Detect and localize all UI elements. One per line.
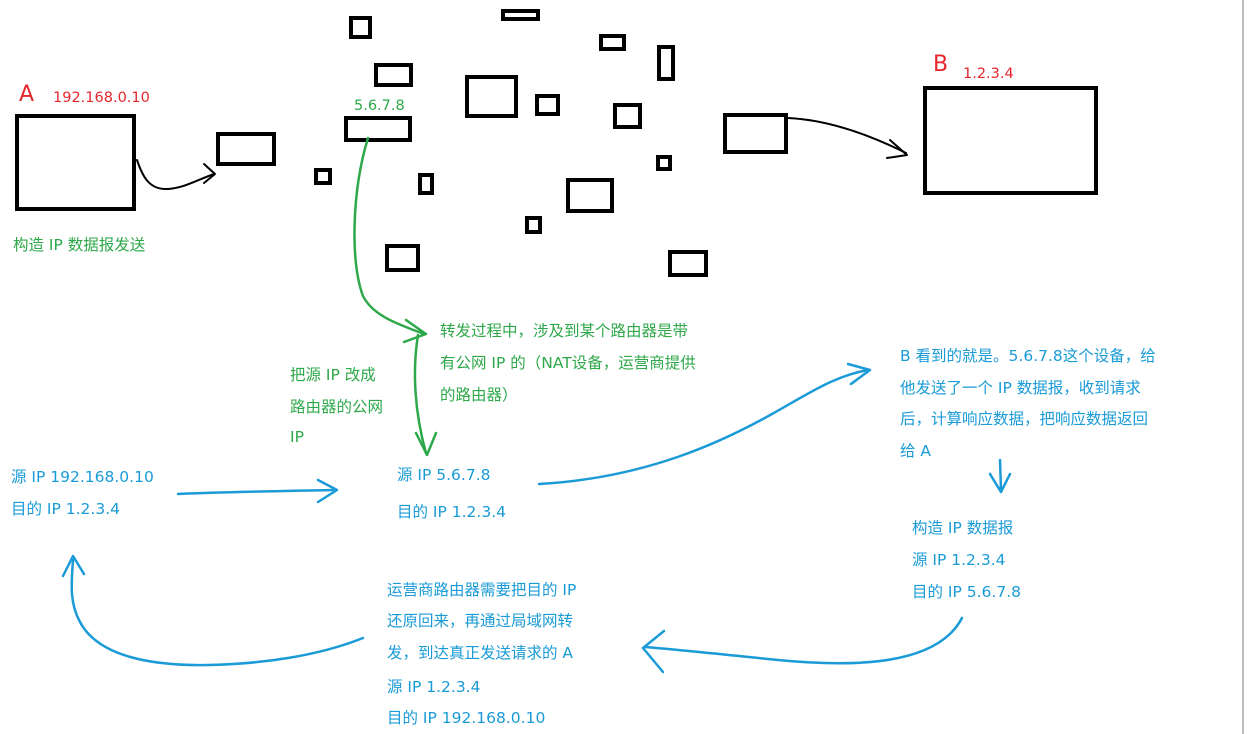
nat-router-ip: 5.6.7.8 [354,98,405,114]
router-cloud [216,9,788,277]
router-node [723,113,788,154]
router-node [385,244,420,272]
packet-response-title: 构造 IP 数据报 [912,519,1014,537]
packet-delivered-src: 源 IP 1.2.3.4 [387,678,481,696]
router-node [599,34,626,51]
host-a-letter: A [19,82,35,107]
note-b-sees-line-3: 后，计算响应数据，把响应数据返回 [900,410,1149,428]
arrow-nat-to-b [537,368,870,486]
arrowhead-packet-to-nat [316,478,339,504]
router-nat-device [344,116,412,142]
host-b-letter: B [933,52,949,77]
note-b-sees-line-2: 他发送了一个 IP 数据报，收到请求 [900,379,1141,397]
note-rewrite-line-3: IP [290,428,304,446]
canvas-edge-divider [1242,0,1244,734]
arrowhead-router-to-b [886,139,908,159]
router-node [465,75,518,118]
note-rewrite-line-1: 把源 IP 改成 [290,366,376,384]
host-b-ip: 1.2.3.4 [963,66,1014,82]
packet-response-dst: 目的 IP 5.6.7.8 [912,583,1021,601]
note-forward-line-3: 的路由器） [440,386,518,404]
router-node [374,63,413,87]
arrowhead-note-to-packet [414,431,438,457]
arrowhead-response-to-router [641,629,666,674]
arrowhead-router-to-a [61,554,86,578]
packet-response-src: 源 IP 1.2.3.4 [912,551,1006,569]
note-forward-line-1: 转发过程中，涉及到某个路由器是带 [440,322,689,340]
host-a-box [15,114,136,211]
packet-after-nat-src: 源 IP 5.6.7.8 [397,466,491,484]
router-node [566,178,614,213]
router-node [314,168,332,185]
note-forward-line-2: 有公网 IP 的（NAT设备，运营商提供 [440,354,696,372]
arrowhead-nat-to-b [846,362,872,386]
router-node [418,173,434,195]
note-restore-line-3: 发，到达真正发送请求的 A [387,644,574,662]
router-node [657,45,675,81]
router-node [656,155,672,171]
arrow-response-to-router [643,616,964,665]
note-b-sees-line-1: B 看到的就是。5.6.7.8这个设备，给 [900,347,1156,365]
arrow-nat-to-note [353,136,426,336]
note-rewrite-line-2: 路由器的公网 [290,398,384,416]
router-node [535,94,560,116]
note-b-sees-line-4: 给 A [900,442,932,460]
arrow-a-to-router [136,159,215,191]
arrowhead-b-to-response [988,472,1012,494]
note-restore-line-2: 还原回来，再通过局域网转 [387,612,574,630]
router-node [349,16,372,39]
router-node [668,250,708,277]
host-a-ip: 192.168.0.10 [53,90,150,106]
note-a-build-packet: 构造 IP 数据报发送 [13,236,146,254]
arrowhead-a-to-router [203,163,216,184]
packet-after-nat-dst: 目的 IP 1.2.3.4 [397,503,506,521]
packet-delivered-dst: 目的 IP 192.168.0.10 [387,709,546,727]
note-restore-line-1: 运营商路由器需要把目的 IP [387,581,577,599]
router-node [525,216,542,234]
arrowhead-nat-to-note [402,318,428,344]
arrow-router-to-a [70,558,365,667]
router-node [501,9,540,21]
packet-original-src: 源 IP 192.168.0.10 [11,468,154,486]
arrow-b-to-response [998,458,1003,492]
arrow-packet-to-nat [176,488,335,496]
arrow-router-to-b [787,117,907,154]
router-node [216,132,276,166]
router-node [613,103,642,129]
arrow-note-to-packet [413,333,428,455]
host-b-box [923,86,1098,195]
packet-original-dst: 目的 IP 1.2.3.4 [11,500,120,518]
